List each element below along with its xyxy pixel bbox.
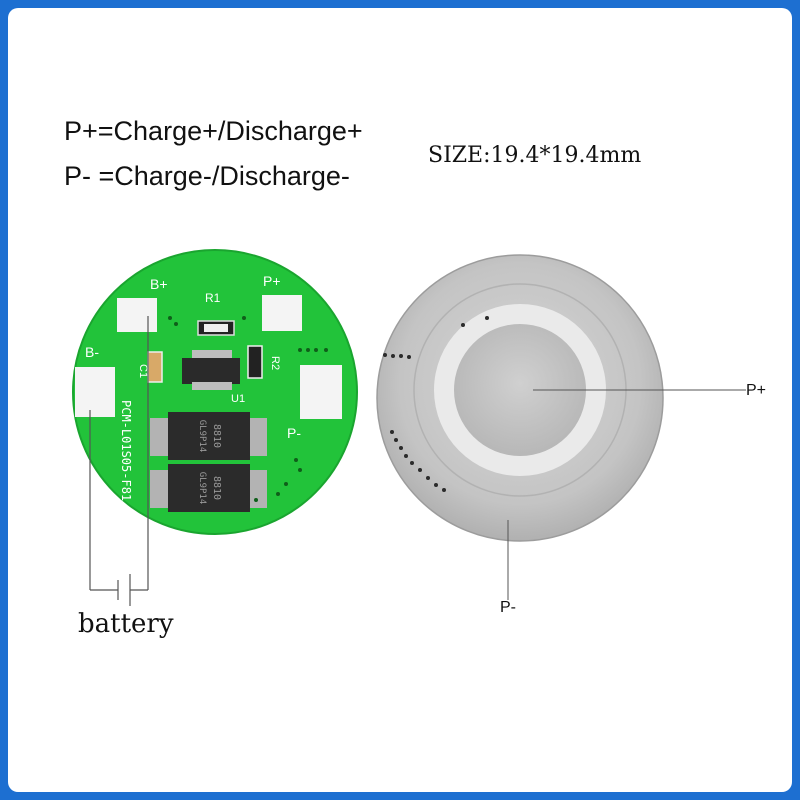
label-c1: C1 (137, 364, 149, 378)
legend-p-plus: P+=Charge+/Discharge+ (64, 116, 363, 146)
pad-b-minus (75, 367, 115, 417)
label-r2: R2 (269, 356, 281, 370)
mosfet-2-code-bottom: GL9P14 (197, 472, 207, 505)
battery-label: battery (78, 609, 174, 639)
label-u1: U1 (231, 393, 245, 405)
image-frame: P+=Charge+/Discharge+ P- =Charge-/Discha… (8, 8, 792, 792)
legend-p-minus: P- =Charge-/Discharge- (64, 161, 350, 191)
positive-contact (454, 324, 586, 456)
pad-p-plus (262, 295, 302, 331)
pad-label-p-minus: P- (287, 425, 301, 441)
pad-b-plus (117, 298, 157, 332)
mosfet-2: 8810 GL9P14 (150, 464, 267, 512)
pad-label-p-plus: P+ (263, 273, 281, 289)
pcb-vias (168, 316, 328, 502)
pad-label-b-plus: B+ (150, 276, 168, 292)
size-label: SIZE:19.4*19.4mm (428, 143, 642, 168)
product-photo: B+ P+ B- P- R1 C1 R2 U1 881 (72, 249, 766, 639)
pad-label-b-minus: B- (85, 344, 99, 360)
label-r1: R1 (205, 291, 221, 305)
mosfet-2-code-top: 8810 (211, 476, 222, 500)
metal-disc (376, 254, 664, 542)
metal-p-plus-label: P+ (746, 382, 766, 399)
chip-u1 (182, 358, 240, 384)
mosfet-1-code-bottom: GL9P14 (197, 420, 207, 453)
battery-wires (89, 316, 149, 606)
resistor-r2 (247, 345, 263, 379)
pad-p-minus (300, 365, 342, 419)
mosfet-1-code-top: 8810 (211, 424, 222, 448)
mosfet-1: 8810 GL9P14 (150, 412, 267, 460)
metal-vias (383, 316, 489, 492)
pcb-board: B+ P+ B- P- R1 C1 R2 U1 881 (72, 249, 358, 535)
capacitor-c1 (147, 351, 163, 383)
board-code: PCM-L01S05-F81 (119, 400, 133, 501)
metal-p-minus-label: P- (500, 599, 516, 616)
